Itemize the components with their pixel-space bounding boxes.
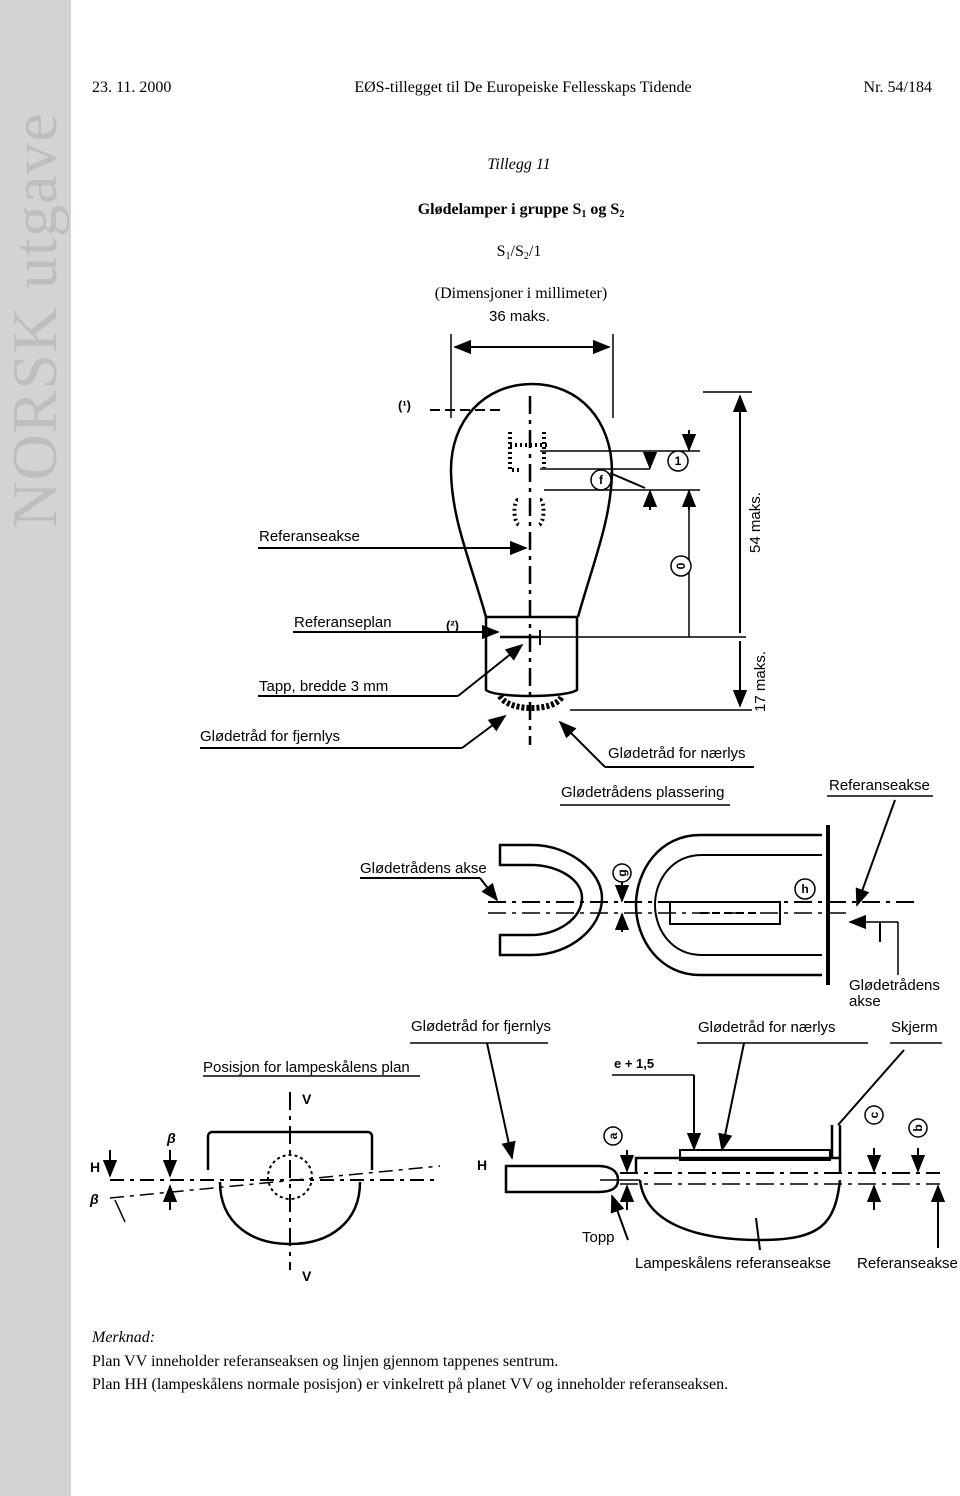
label-filament-near-bottom: Glødetråd for nærlys bbox=[698, 1019, 836, 1036]
width-dimension-label: 36 maks. bbox=[489, 308, 550, 325]
label-filament-far-bottom: Glødetråd for fjernlys bbox=[411, 1018, 551, 1035]
label-cap-plane: Posisjon for lampeskålens plan bbox=[203, 1059, 410, 1076]
label-offset: e + 1,5 bbox=[614, 1056, 654, 1071]
label-reference-plane: Referanseplan bbox=[294, 614, 392, 631]
header-publication: EØS-tillegget til De Europeiske Fellessk… bbox=[354, 79, 692, 96]
label-filament-axis: Glødetrådens akse bbox=[360, 860, 487, 877]
cap-dimension-label: 17 maks. bbox=[752, 651, 769, 712]
height-dimension-label: 54 maks. bbox=[747, 492, 764, 553]
circle-label-c: c bbox=[867, 1111, 881, 1118]
circle-label-f: f bbox=[599, 473, 604, 487]
beta-left: β bbox=[89, 1191, 99, 1207]
notes-label: Merknad: bbox=[92, 1329, 156, 1346]
notes-line-2: Plan HH (lampeskålens normale posisjon) … bbox=[92, 1376, 729, 1393]
note-marker-2: (²) bbox=[446, 618, 459, 633]
label-filament-axis-right-2: akse bbox=[849, 993, 881, 1010]
circle-label-b: b bbox=[911, 1124, 925, 1131]
circle-label-g: g bbox=[615, 869, 629, 876]
label-reference-axis-top: Referanseakse bbox=[259, 528, 360, 545]
letter-h-left: H bbox=[90, 1159, 100, 1175]
label-top: Topp bbox=[582, 1229, 615, 1246]
label-filament-position: Glødetrådens plassering bbox=[561, 784, 724, 801]
label-reference-axis-mid: Referanseakse bbox=[829, 777, 930, 794]
label-reference-axis-bottom: Referanseakse bbox=[857, 1255, 958, 1272]
beta-top: β bbox=[166, 1130, 176, 1146]
notes-line-1: Plan VV inneholder referanseaksen og lin… bbox=[92, 1353, 559, 1370]
circle-label-h: h bbox=[801, 882, 808, 896]
label-filament-near-top: Glødetråd for nærlys bbox=[608, 745, 746, 762]
label-shield: Skjerm bbox=[891, 1019, 938, 1036]
letter-v-bottom: V bbox=[302, 1268, 312, 1284]
circle-label-1: 1 bbox=[675, 454, 682, 468]
header-date: 23. 11. 2000 bbox=[92, 79, 172, 96]
note-marker-1: (¹) bbox=[398, 398, 411, 413]
label-tab: Tapp, bredde 3 mm bbox=[259, 678, 388, 695]
label-filament-axis-right-1: Glødetrådens bbox=[849, 977, 940, 994]
page-heading: Glødelamper i gruppe S1 og S2 bbox=[417, 201, 625, 220]
circle-label-a: a bbox=[606, 1132, 620, 1139]
header-page-number: Nr. 54/184 bbox=[863, 79, 932, 96]
edition-sidebar: NORSK utgave bbox=[0, 0, 71, 1496]
label-filament-far-top: Glødetråd for fjernlys bbox=[200, 728, 340, 745]
units-note: (Dimensjoner i millimeter) bbox=[434, 285, 608, 302]
letter-h-right: H bbox=[477, 1157, 487, 1173]
lamp-code: S1/S2/1 bbox=[496, 243, 542, 262]
circle-label-0: 0 bbox=[674, 562, 688, 569]
label-cap-reference-axis: Lampeskålens referanseakse bbox=[635, 1255, 831, 1272]
annex-title: Tillegg 11 bbox=[487, 156, 551, 173]
letter-v-top: V bbox=[302, 1091, 312, 1107]
